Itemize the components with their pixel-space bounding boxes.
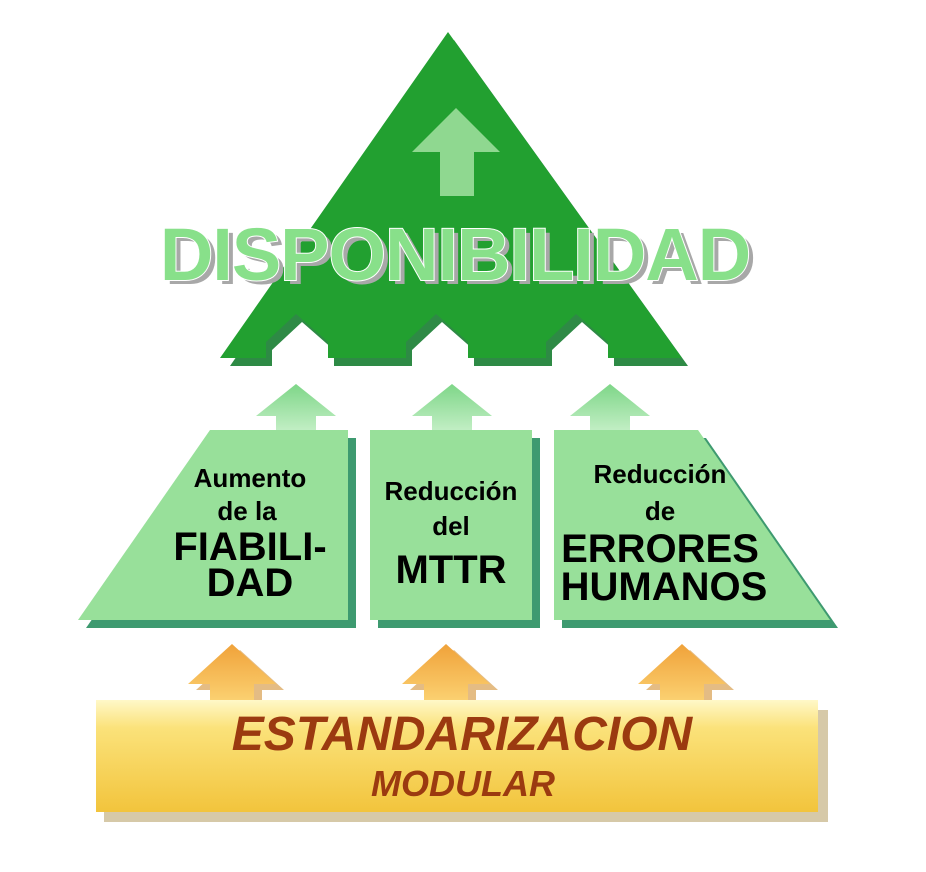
pillar-reliability	[78, 430, 356, 628]
pillar-1-line2: de la	[217, 496, 277, 526]
up-arrow-icon	[570, 384, 650, 432]
top-triangle	[220, 32, 688, 366]
pillar-1-line4: DAD	[207, 561, 294, 605]
pillar-1-line1: Aumento	[194, 463, 307, 493]
pillar-arrows	[256, 384, 650, 432]
pillar-3-line1: Reducción	[594, 459, 727, 489]
pillar-2-line1: Reducción	[385, 476, 518, 506]
pillar-human-errors	[554, 430, 838, 628]
base-line1: ESTANDARIZACION	[232, 708, 694, 761]
availability-title-shadow: DISPONIBILIDAD	[165, 217, 755, 300]
pillar-3-line4: HUMANOS	[561, 565, 768, 609]
availability-title: DISPONIBILIDAD	[160, 213, 750, 296]
pillar-mttr	[370, 430, 540, 628]
pillar-3-line3: ERRORES	[561, 527, 759, 571]
base-line2: MODULAR	[371, 763, 555, 804]
pillar-3-line2: de	[645, 496, 675, 526]
up-arrow-icon	[188, 644, 276, 700]
up-arrow-icon	[412, 384, 492, 432]
pillar-2-line2: del	[432, 511, 470, 541]
up-arrow-icon	[402, 644, 490, 700]
availability-up-arrow-icon	[412, 108, 500, 196]
up-arrow-icon	[256, 384, 336, 432]
pillar-1-line3: FIABILI-	[173, 525, 326, 569]
pillar-2-line3: MTTR	[395, 548, 506, 592]
up-arrow-icon	[638, 644, 726, 700]
base-arrows	[188, 644, 734, 706]
base-bar	[96, 700, 828, 822]
